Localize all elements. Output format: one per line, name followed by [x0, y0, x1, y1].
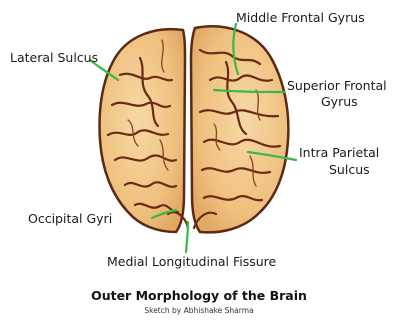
label-middle-frontal-gyrus: Middle Frontal Gyrus [236, 10, 365, 25]
caption-credit: Sketch by Abhishake Sharma [144, 306, 253, 315]
caption-title: Outer Morphology of the Brain [91, 288, 307, 303]
label-lateral-sulcus: Lateral Sulcus [10, 50, 98, 65]
right-hemisphere [191, 26, 288, 232]
label-intra-parietal-sulcus-2: Sulcus [329, 162, 370, 177]
label-superior-frontal-gyrus-1: Superior Frontal [287, 78, 387, 93]
label-medial-longitudinal-fissure: Medial Longitudinal Fissure [107, 254, 277, 269]
label-occipital-gyri: Occipital Gyri [28, 211, 112, 226]
label-superior-frontal-gyrus-2: Gyrus [321, 94, 358, 109]
label-intra-parietal-sulcus-1: Intra Parietal [299, 145, 379, 160]
